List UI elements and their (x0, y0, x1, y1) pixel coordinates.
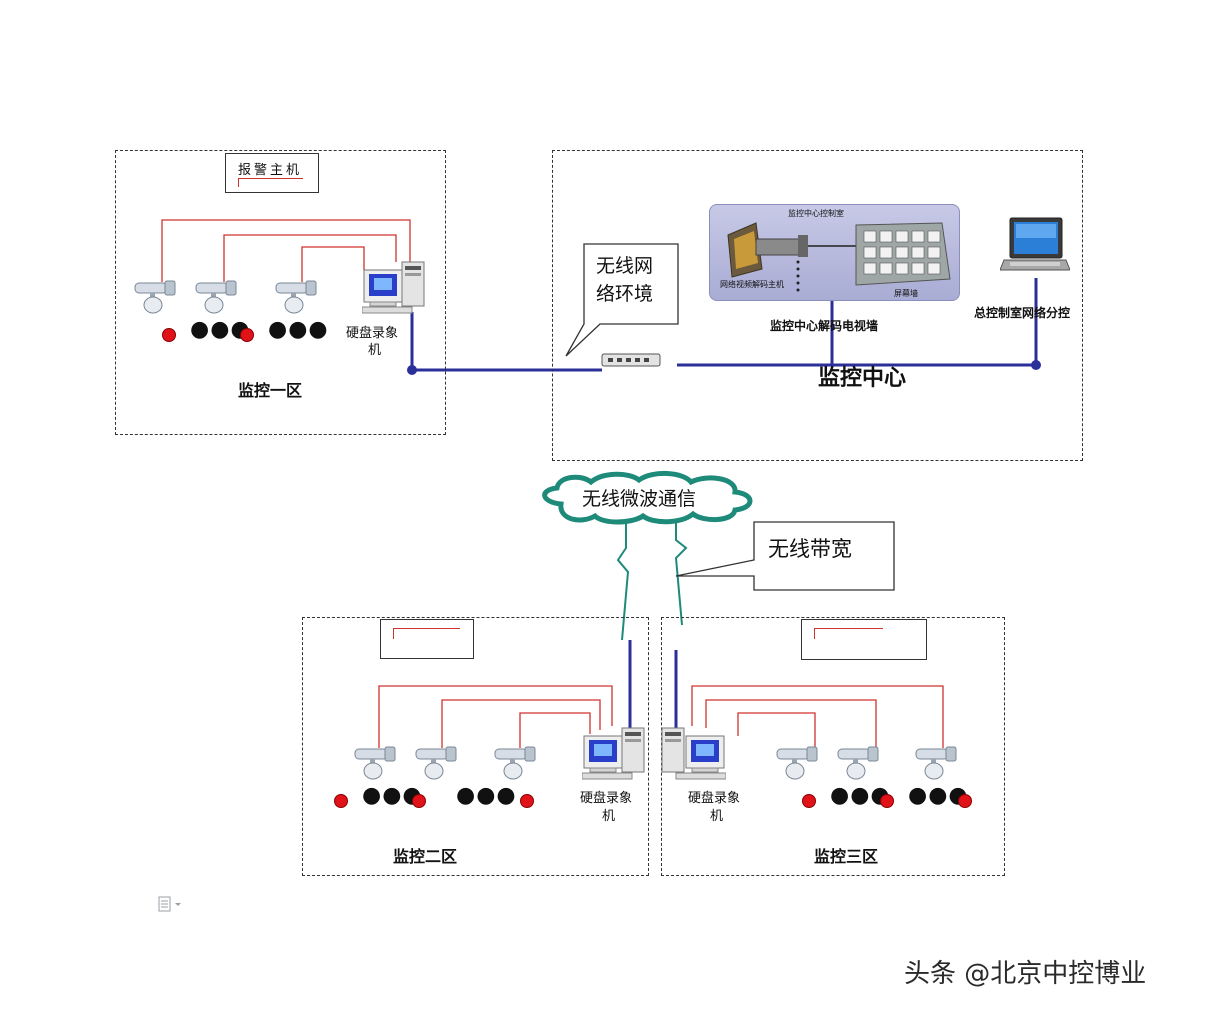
dvr-computer-icon (581, 726, 648, 782)
camera-icon (273, 278, 319, 314)
camera-icon (492, 744, 538, 780)
zone1-title: 监控一区 (238, 381, 303, 400)
microwave-cloud-icon (542, 471, 753, 525)
ellipsis: ●●● (268, 317, 329, 342)
ellipsis: ●●● (830, 783, 891, 808)
callout-wireless-env-line2: 络环境 (596, 283, 654, 305)
video-wall-caption: 监控中心解码电视墙 (770, 319, 879, 333)
camera-icon (835, 744, 881, 780)
alarm-sensor-dot (240, 328, 254, 342)
alarm-sensor-dot (412, 794, 426, 808)
video-wall-panel: 监控中心控制室 网络视频解码主机 屏幕墙 (709, 204, 960, 301)
zone3-camera-wires (691, 685, 944, 748)
alarm-host-label: 报警主机 (238, 163, 303, 178)
cloud-label: 无线微波通信 (582, 488, 697, 510)
zone2-title: 监控二区 (393, 847, 458, 866)
camera-icon (193, 278, 239, 314)
ellipsis: ●●● (190, 317, 251, 342)
document-icon[interactable] (158, 896, 186, 912)
alarm-sensor-dot (880, 794, 894, 808)
dvr-computer-icon (660, 726, 727, 782)
camera-icon (352, 744, 398, 780)
watermark: 头条 @北京中控博业 (904, 959, 1147, 989)
dvr-computer-icon (361, 260, 428, 316)
zone2-camera-wires (378, 685, 613, 748)
zone1-box (115, 150, 446, 435)
alarm-sensor-dot (162, 328, 176, 342)
network-switch-icon (600, 350, 662, 370)
video-wall-left-label: 网络视频解码主机 (720, 280, 784, 289)
camera-icon (774, 744, 820, 780)
zone3-title: 监控三区 (814, 847, 879, 866)
alarm-host-wire-stub (238, 178, 303, 187)
video-wall-graphic (727, 222, 951, 292)
ellipsis: ●●● (908, 783, 969, 808)
dvr-label-line1: 硬盘录象 (580, 791, 633, 806)
laptop-icon (999, 216, 1071, 276)
ellipsis: ●●● (456, 783, 517, 808)
alarm-host-box: 报警主机 (225, 153, 319, 193)
dvr-label-line1: 硬盘录象 (346, 326, 399, 341)
monitoring-center-box (552, 150, 1083, 461)
laptop-caption: 总控制室网络分控 (974, 306, 1071, 320)
dvr-label-line2: 机 (710, 809, 724, 824)
zone3-host-wire-stub (814, 628, 883, 639)
video-wall-inner-title: 监控中心控制室 (788, 209, 844, 218)
dvr-label-line2: 机 (368, 343, 382, 358)
alarm-sensor-dot (334, 794, 348, 808)
dvr-label-line2: 机 (602, 809, 616, 824)
callout-wireless-env-line1: 无线网 (596, 255, 654, 277)
alarm-sensor-dot (802, 794, 816, 808)
callout-wireless-env-shape (565, 243, 679, 357)
zone1-camera-wires (161, 219, 411, 282)
camera-icon (413, 744, 459, 780)
alarm-sensor-dot (958, 794, 972, 808)
video-wall-right-label: 屏幕墙 (894, 289, 918, 298)
alarm-sensor-dot (520, 794, 534, 808)
monitoring-center-title: 监控中心 (818, 366, 907, 391)
zone2-host-wire-stub (393, 628, 460, 639)
ellipsis: ●●● (362, 783, 423, 808)
callout-bandwidth-label: 无线带宽 (768, 537, 852, 561)
camera-icon (132, 278, 178, 314)
backbone-nodes (407, 360, 1041, 375)
zone2-host-box (380, 619, 474, 659)
dvr-label-line1: 硬盘录象 (688, 791, 741, 806)
camera-icon (913, 744, 959, 780)
zone2-box (302, 617, 649, 876)
callout-bandwidth-shape (675, 521, 895, 591)
zone3-host-box (801, 619, 927, 660)
